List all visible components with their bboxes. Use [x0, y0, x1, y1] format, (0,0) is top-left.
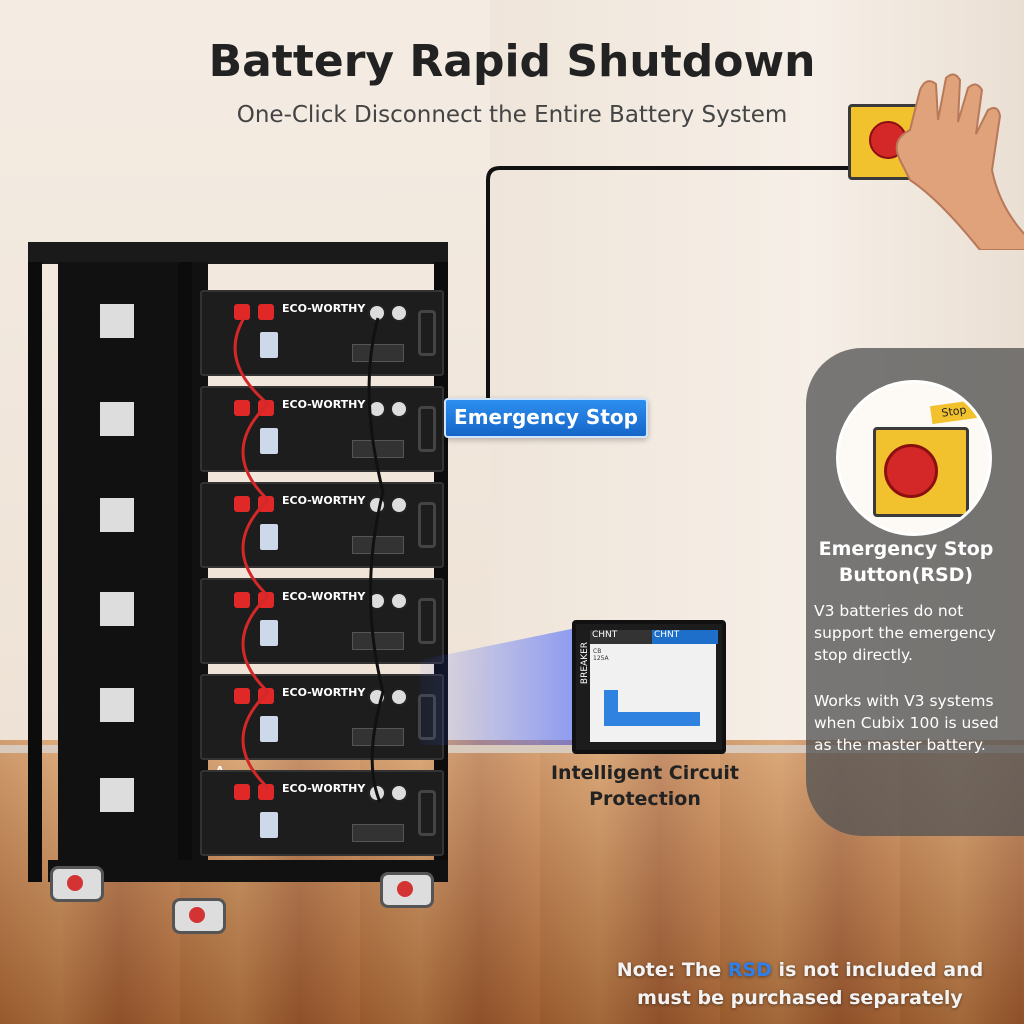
emergency-stop-callout: Emergency Stop — [444, 398, 648, 438]
module-knob — [390, 592, 408, 610]
module-ports — [352, 632, 404, 650]
battery-module: ECO-WORTHY — [200, 290, 444, 376]
module-knob — [390, 400, 408, 418]
side-module-label — [100, 304, 134, 338]
module-display — [260, 716, 278, 742]
positive-terminal — [234, 400, 250, 416]
circuit-breaker-inset: CHNT CHNT CB 125A BREAKER — [572, 620, 726, 754]
battery-rack: A ECO-WORTHY ECO-WORTHY ECO-WORTHY — [28, 242, 448, 882]
module-knob — [390, 304, 408, 322]
breaker-face: CHNT CHNT CB 125A — [590, 630, 718, 742]
positive-terminal — [234, 592, 250, 608]
battery-module: ECO-WORTHY — [200, 770, 444, 856]
module-ports — [352, 728, 404, 746]
side-module-label — [100, 498, 134, 532]
stop-button-closeup: Stop — [836, 380, 992, 536]
rsd-heading-line: Emergency Stop — [818, 538, 994, 560]
rsd-note-v3-unsupported: V3 batteries do not support the emergenc… — [814, 602, 996, 664]
positive-terminal — [234, 784, 250, 800]
note-highlight: RSD — [727, 959, 772, 981]
breaker-lever — [610, 712, 700, 726]
baseboard — [0, 745, 1024, 753]
module-ports — [352, 824, 404, 842]
module-display — [260, 524, 278, 550]
rsd-note-cubix-master: Works with V3 systems when Cubix 100 is … — [814, 692, 999, 754]
breaker-spec-line: CB — [593, 648, 602, 655]
module-brand: ECO-WORTHY — [282, 590, 366, 603]
module-ports — [352, 536, 404, 554]
breaker-caption-line: Protection — [589, 788, 701, 810]
rack-post — [28, 262, 42, 882]
breaker-caption-line: Intelligent Circuit — [550, 762, 740, 784]
rsd-heading-line: Button(RSD) — [838, 564, 974, 586]
breaker-brand-right: CHNT — [652, 630, 718, 644]
page-subtitle: One-Click Disconnect the Entire Battery … — [236, 102, 788, 128]
page-title: Battery Rapid Shutdown — [208, 36, 816, 87]
purchase-note: Note: The RSD is not included and must b… — [600, 956, 1000, 1012]
module-display — [260, 620, 278, 646]
module-ports — [352, 344, 404, 362]
battery-module: ECO-WORTHY — [200, 578, 444, 664]
breaker-side-label: BREAKER — [580, 641, 591, 685]
positive-terminal — [234, 496, 250, 512]
red-link-cables — [233, 317, 385, 803]
wheel-lock — [397, 881, 413, 897]
breaker-spec-line: 125A — [593, 655, 609, 662]
module-knob — [390, 688, 408, 706]
caster-wheel — [50, 866, 104, 902]
module-handle — [418, 790, 436, 836]
module-brand: ECO-WORTHY — [282, 302, 366, 315]
module-handle — [418, 310, 436, 356]
rsd-heading: Emergency Stop Button(RSD) — [806, 536, 1006, 588]
breaker-spec: CB 125A — [593, 648, 609, 662]
module-knob — [390, 784, 408, 802]
caster-wheel — [172, 898, 226, 934]
note-suffix: is not included and must be purchased se… — [637, 959, 984, 1009]
breaker-brand-left: CHNT — [590, 630, 652, 644]
hand-icon — [895, 73, 1024, 250]
caster-wheel — [380, 872, 434, 908]
closeup-switch-box — [873, 427, 969, 517]
side-module-label — [100, 778, 134, 812]
breaker-caption: Intelligent Circuit Protection — [530, 760, 760, 812]
module-ports — [352, 440, 404, 458]
positive-terminal — [234, 304, 250, 320]
module-display — [260, 812, 278, 838]
module-display — [260, 428, 278, 454]
wheel-lock — [189, 907, 205, 923]
note-prefix: Note: The — [616, 959, 728, 981]
battery-module: ECO-WORTHY — [200, 386, 444, 472]
battery-module: ECO-WORTHY — [200, 482, 444, 568]
module-brand: ECO-WORTHY — [282, 782, 366, 795]
module-handle — [418, 502, 436, 548]
side-module-label — [100, 592, 134, 626]
module-brand: ECO-WORTHY — [282, 494, 366, 507]
rack-base — [48, 860, 448, 882]
negative-terminal — [258, 784, 274, 800]
module-brand: ECO-WORTHY — [282, 398, 366, 411]
positive-terminal — [234, 688, 250, 704]
rack-post — [178, 262, 192, 882]
module-brand: ECO-WORTHY — [282, 686, 366, 699]
closeup-stop-button-icon — [884, 444, 938, 498]
module-knob — [390, 496, 408, 514]
negative-terminal — [258, 304, 274, 320]
rack-top — [28, 242, 448, 264]
side-module-label — [100, 402, 134, 436]
closeup-stop-label: Stop — [929, 399, 979, 425]
module-handle — [418, 406, 436, 452]
module-display — [260, 332, 278, 358]
battery-module: ECO-WORTHY — [200, 674, 444, 760]
side-module-label — [100, 688, 134, 722]
wheel-lock — [67, 875, 83, 891]
module-knob — [368, 592, 386, 610]
